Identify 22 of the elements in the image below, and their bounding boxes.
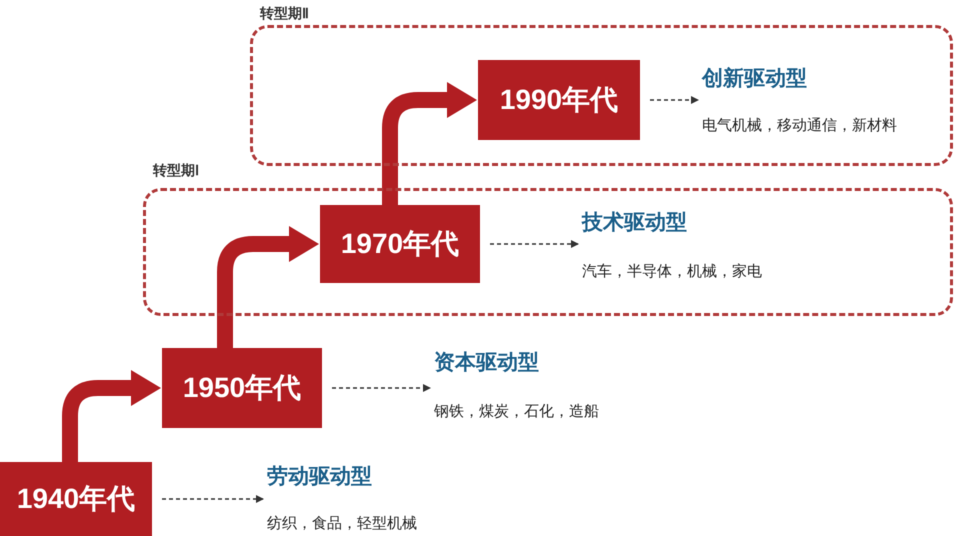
type-title: 劳动驱动型 [267,464,373,490]
type-title: 创新驱动型 [702,66,808,92]
curved-arrow [382,82,477,207]
industry-list: 钢铁，煤炭，石化，造船 [434,403,654,422]
dashed-arrow [332,384,431,392]
decade-box: 1970年代 [320,205,480,283]
industry-list: 电气机械，移动通信，新材料 [702,117,950,136]
curved-arrow [217,226,319,350]
dashed-arrow [650,96,699,104]
type-title: 技术驱动型 [582,210,688,236]
decade-box: 1950年代 [162,348,322,428]
industry-list: 汽车，半导体，机械，家电 [582,263,822,282]
decade-box: 1990年代 [478,60,640,140]
dashed-arrow [490,240,579,248]
phase-label: 转型期Ⅱ [260,4,309,23]
dashed-arrow [162,495,264,503]
phase-group [143,160,953,316]
decade-box: 1940年代 [0,462,152,536]
type-title: 资本驱动型 [434,350,540,376]
phase-label: 转型期Ⅰ [153,161,199,180]
industry-list: 纺织，食品，轻型机械 [267,515,487,534]
curved-arrow [62,370,161,464]
